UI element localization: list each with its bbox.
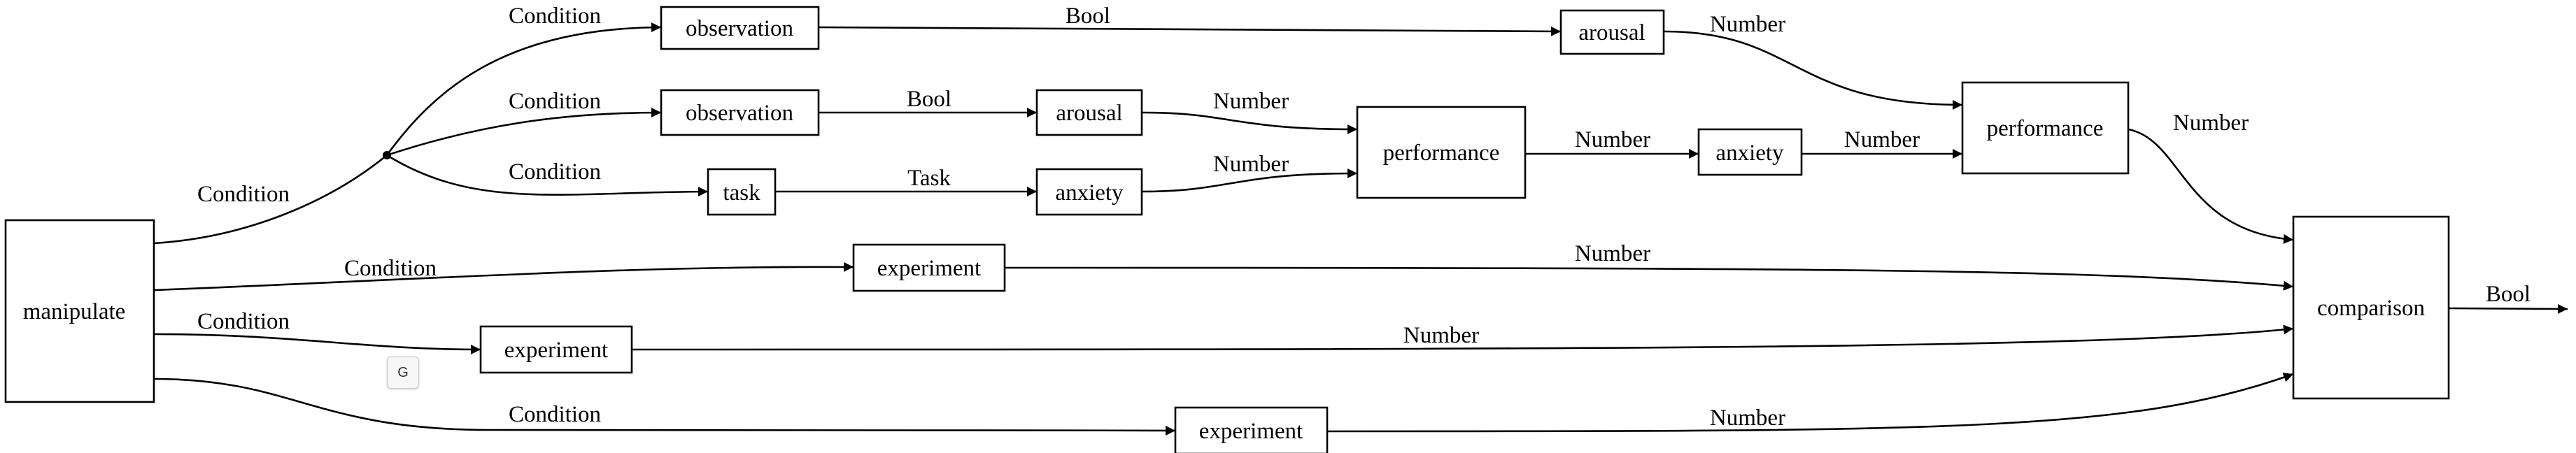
edge-label: Condition (344, 256, 437, 281)
node-label: anxiety (1055, 180, 1124, 206)
node-label: arousal (1578, 20, 1645, 45)
edge-junction-to-observation-mid: Condition (386, 89, 662, 157)
node-label: arousal (1056, 101, 1122, 126)
node-label: experiment (877, 256, 981, 281)
edge-comparison-output: Bool (2448, 282, 2568, 314)
edge-label: Number (1575, 127, 1650, 152)
edge-manipulate-to-experiment-bottom: Condition (153, 378, 1176, 436)
edge-label: Number (2173, 110, 2249, 136)
edge-label: Condition (509, 402, 601, 427)
edge-task-to-anxiety-left: Task (775, 166, 1037, 196)
edge-label: Number (1213, 152, 1289, 177)
node-label: experiment (1199, 419, 1303, 444)
edge-manipulate-to-experiment-mid: Condition (153, 309, 481, 354)
node-label: task (723, 180, 760, 206)
edge-label: Bool (1066, 3, 1110, 29)
edge-label: Condition (509, 89, 601, 114)
node-label: observation (686, 16, 793, 41)
edge-label: Number (1710, 12, 1785, 37)
node-label: experiment (504, 338, 608, 363)
edge-label: Number (1710, 405, 1785, 431)
edge-anxiety-left-to-performance-left: Number (1141, 152, 1358, 193)
edge-label: Condition (197, 309, 290, 334)
edge-label: Task (907, 166, 951, 191)
edge-label: Number (1403, 323, 1479, 348)
edge-label: Condition (197, 182, 290, 207)
node-label: anxiety (1715, 141, 1784, 166)
edge-label: Bool (2486, 282, 2531, 307)
node-manipulate[interactable]: manipulate (4, 219, 155, 403)
edge-anxiety-right-to-performance-right: Number (1802, 127, 1962, 159)
edge-manipulate-to-junction: Condition (153, 154, 388, 245)
node-performance-left[interactable]: performance (1356, 106, 1527, 199)
node-experiment-top[interactable]: experiment (852, 243, 1006, 292)
edge-label: Condition (509, 159, 601, 185)
node-experiment-bottom[interactable]: experiment (1174, 406, 1329, 453)
node-label: observation (686, 101, 793, 126)
edge-experiment-top-to-comparison: Number (1004, 241, 2294, 291)
edge-label: Bool (907, 87, 951, 112)
edge-label: Number (1213, 89, 1289, 114)
edge-experiment-mid-to-comparison: Number (631, 323, 2294, 351)
node-label: performance (1383, 141, 1500, 166)
edge-label: Condition (509, 3, 601, 29)
node-comparison[interactable]: comparison (2292, 215, 2450, 400)
edge-performance-left-to-anxiety-right: Number (1525, 127, 1699, 159)
node-task[interactable]: task (707, 168, 777, 216)
edge-junction-to-observation-top: Condition (385, 3, 662, 156)
node-observation-top[interactable]: observation (660, 6, 820, 50)
edge-arousal-mid-to-performance-left: Number (1141, 89, 1358, 134)
edge-observation-top-to-arousal-top: Bool (818, 3, 1562, 36)
edge-observation-mid-to-arousal-mid: Bool (819, 87, 1037, 117)
g-badge-label: G (397, 364, 409, 380)
node-anxiety-left[interactable]: anxiety (1035, 168, 1143, 216)
node-observation-mid[interactable]: observation (660, 89, 820, 136)
edge-label: Number (1844, 127, 1920, 152)
edge-arousal-top-to-performance-right: Number (1663, 12, 1963, 110)
node-label: comparison (2317, 296, 2425, 321)
g-badge-button[interactable]: G (387, 357, 419, 389)
node-performance-right[interactable]: performance (1961, 81, 2130, 175)
edge-label: Number (1575, 241, 1650, 266)
edge-performance-right-to-comparison: Number (2128, 110, 2294, 244)
edge-manipulate-to-experiment-top: Condition (153, 256, 854, 292)
node-arousal-mid[interactable]: arousal (1035, 89, 1143, 136)
node-arousal-top[interactable]: arousal (1559, 9, 1665, 55)
node-experiment-mid[interactable]: experiment (479, 325, 633, 374)
edge-junction-to-task: Condition (386, 154, 709, 197)
node-label: performance (1987, 116, 2104, 141)
node-anxiety-right[interactable]: anxiety (1697, 128, 1803, 176)
node-label: manipulate (23, 299, 126, 324)
edge-experiment-bottom-to-comparison: Number (1326, 373, 2294, 433)
